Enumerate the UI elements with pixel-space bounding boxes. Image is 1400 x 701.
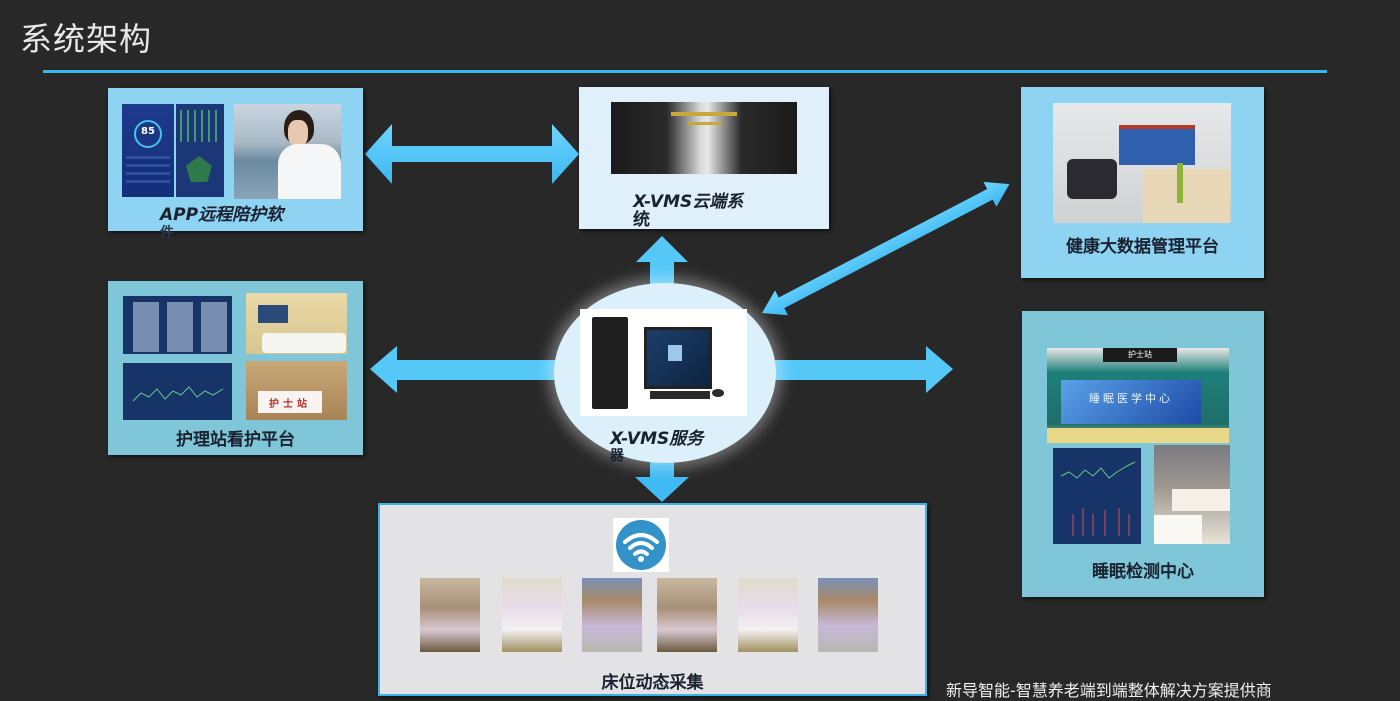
app-panel-label-line2: 件: [160, 225, 174, 241]
datacenter-photo: [611, 102, 797, 174]
server-label-line1: X-VMS服务: [610, 429, 704, 449]
sleep-center-reception-photo: 护士站 睡眠医学中心: [1047, 348, 1229, 443]
sleep-room-photo: [1154, 445, 1230, 544]
monitor-chart-screenshot: [123, 363, 232, 420]
score-ring-icon: [134, 120, 162, 148]
phone-app-screenshot-2: [176, 104, 224, 197]
wifi-icon: [613, 518, 669, 572]
control-room-photo: [1053, 103, 1231, 223]
phone-score: 85: [141, 126, 155, 137]
arrow-server-cloud: [636, 236, 688, 290]
sleep-center-sign: 护士站: [1103, 348, 1177, 362]
desktop-computer-icon: [580, 309, 747, 416]
nurse-panel-label: 护理站看护平台: [176, 430, 295, 450]
arrow-server-health: [762, 181, 1010, 316]
arrow-server-bed: [635, 455, 689, 502]
sleep-detection-panel[interactable]: 护士站 睡眠医学中心 睡眠检测中心: [1022, 311, 1264, 597]
nurse-station-panel[interactable]: 护士站 护理站看护平台: [108, 281, 363, 455]
bed-photo-6: [818, 578, 878, 652]
sleep-center-screen-text: 睡眠医学中心: [1089, 392, 1173, 405]
arrow-server-sleep: [770, 346, 953, 393]
bed-panel-label: 床位动态采集: [601, 673, 704, 693]
bed-photo-1: [420, 578, 480, 652]
arrow-app-cloud: [365, 124, 579, 184]
nurse-desk-photo: [246, 293, 347, 354]
footer-tagline: 新导智能-智慧养老端到端整体解决方案提供商: [946, 681, 1272, 700]
arrow-server-nurse: [370, 346, 560, 393]
bed-photo-2: [502, 578, 562, 652]
woman-with-phone-photo: [234, 104, 341, 199]
sleep-chart-screenshot: [1053, 448, 1141, 544]
health-big-data-panel[interactable]: 健康大数据管理平台: [1021, 87, 1264, 278]
health-panel-label: 健康大数据管理平台: [1066, 237, 1219, 257]
page-title: 系统架构: [20, 20, 153, 58]
sleep-waveform-chart: [1060, 461, 1136, 536]
nurse-station-sign: 护士站: [269, 399, 311, 410]
phone-app-screenshot-1: 85: [122, 104, 174, 197]
cloud-panel-label-line2: 统: [633, 210, 650, 230]
bed-photo-5: [738, 578, 798, 652]
nurse-station-counter-photo: 护士站: [246, 361, 347, 420]
app-remote-care-panel[interactable]: 85 APP远程陪护软 件: [108, 88, 363, 241]
bed-photo-3: [582, 578, 642, 652]
cloud-panel-label-line1: X-VMS云端系: [633, 192, 744, 212]
sleep-panel-label: 睡眠检测中心: [1092, 562, 1194, 582]
server-label-line2: 器: [610, 448, 624, 464]
waveform-chart: [132, 386, 224, 402]
monitor-grid-screenshot: [123, 296, 232, 354]
app-panel-label-line1: APP远程陪护软: [160, 205, 284, 225]
xvms-cloud-panel[interactable]: X-VMS云端系 统: [579, 87, 829, 229]
title-divider: [43, 70, 1327, 73]
bed-photo-4: [657, 578, 717, 652]
